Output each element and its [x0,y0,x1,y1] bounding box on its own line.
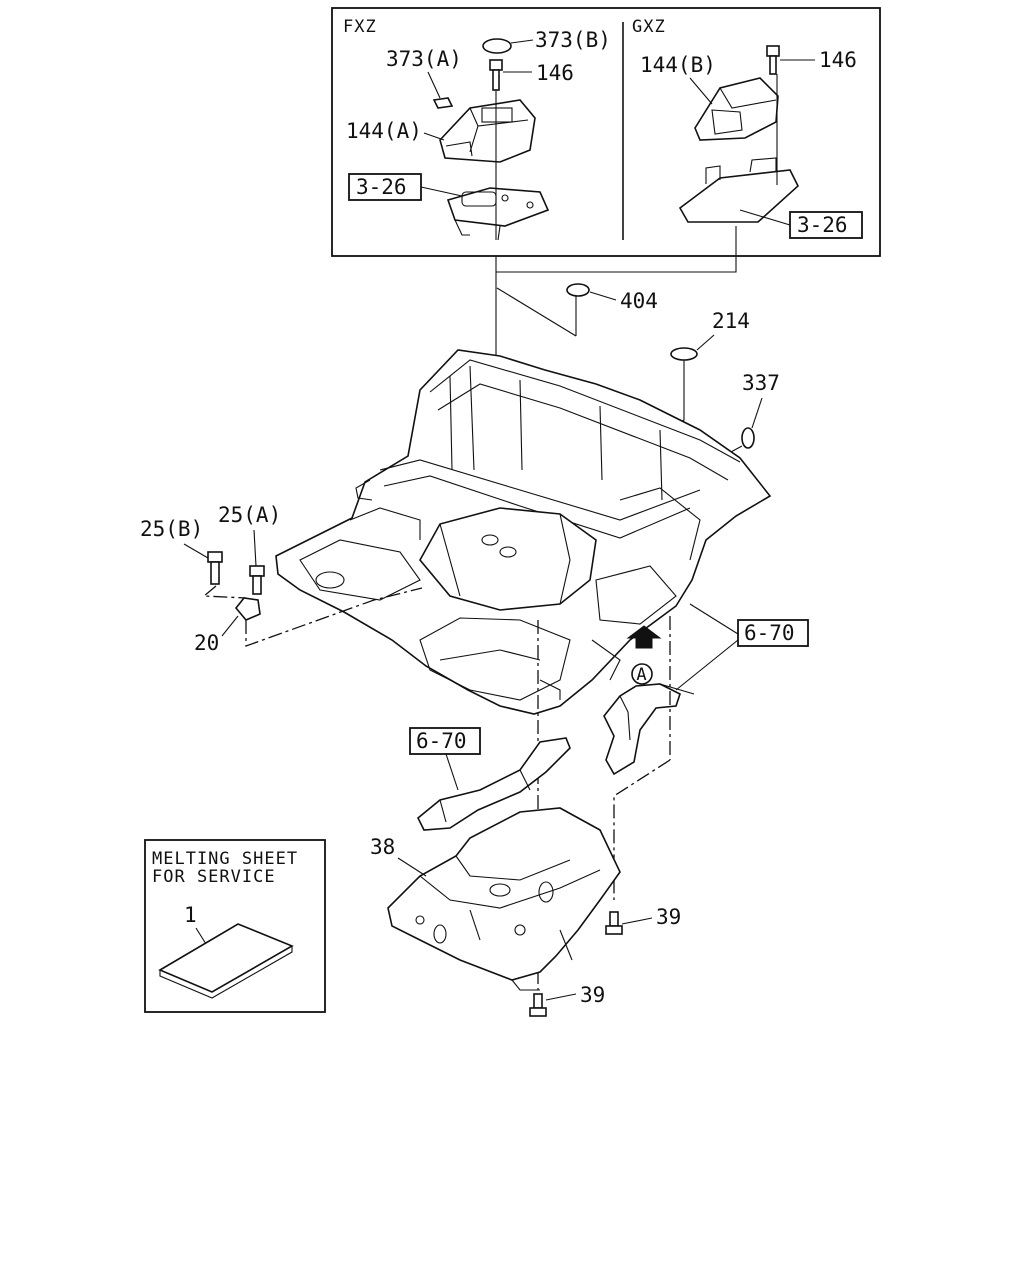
plug-404-drawing [566,283,590,297]
leader-20-floor [245,587,423,647]
inset-label-fxz: FXZ [343,17,377,37]
leader-6-70-right-a [689,603,739,635]
callout-20: 20 [194,631,219,655]
callout-144a: 144(A) [346,119,422,143]
side-rail-left-drawing [416,737,571,831]
callout-144b: 144(B) [640,53,716,77]
note-line-1: MELTING SHEET [152,849,298,869]
leader-144a [423,132,445,141]
under-cover-38-drawing [387,807,621,991]
ref-box-3-26-right [789,211,863,239]
leader-337 [751,397,763,429]
ref-3-26-right: 3-26 [797,213,848,237]
leader-373a [427,71,441,99]
leader-6-70-left [445,753,459,791]
callout-38: 38 [370,835,395,859]
inset-panel: FXZ GXZ 373(B) 373(A) 146 144(A) [331,7,881,257]
bolt-39-lower-drawing [529,993,547,1017]
bolt-25b-drawing [207,551,223,585]
leader-25b [183,543,209,559]
floor-panel-drawing [275,349,772,715]
leader-404 [589,291,617,301]
callout-1: 1 [184,903,197,927]
plug-337-drawing [741,427,755,449]
callout-25b: 25(B) [140,517,203,541]
side-rail-right-drawing [603,683,695,776]
bolt-146-right-drawing [766,45,780,75]
ref-box-3-26-left [348,173,422,201]
plug-214-drawing [670,347,698,361]
inset-label-gxz: GXZ [632,17,666,37]
melting-sheet-panel: MELTING SHEET FOR SERVICE 1 [144,839,326,1013]
ref-3-26-left: 3-26 [356,175,407,199]
leader-1 [195,927,207,945]
leader-25a [253,529,257,567]
leader-39-upper [621,917,653,925]
leader-25-join [202,585,247,599]
leader-39-upper-chain [613,759,671,900]
view-a-label: A [636,665,647,685]
view-a-circle [631,663,653,685]
bolt-25a-drawing [249,565,265,595]
melting-sheet-drawing [158,923,294,999]
callout-404: 404 [620,289,658,313]
inset-frame [331,7,881,257]
callout-39-upper: 39 [656,905,681,929]
callout-146-right: 146 [819,48,857,72]
cap-373b-drawing [482,38,512,54]
leader-39-lower [545,993,577,1001]
callout-214: 214 [712,309,750,333]
leader-6-70-right-b [675,639,739,691]
leader-3-26-right [739,209,791,226]
leader-3-26-left [420,186,463,197]
ref-6-70-left: 6-70 [416,729,467,753]
callout-373b: 373(B) [535,28,611,52]
shifter-bracket-right-drawing [678,157,799,223]
view-a-arrow: A [626,625,662,685]
callout-337: 337 [742,371,780,395]
console-144a-drawing [439,99,536,163]
ref-box-6-70-right [737,619,809,647]
leader-144b [689,77,713,105]
bolt-39-upper-drawing [605,911,623,935]
leader-20 [221,615,239,637]
bracket-20-drawing [234,597,261,621]
callout-25a: 25(A) [218,503,281,527]
leader-38 [397,857,427,877]
callout-373a: 373(A) [386,47,462,71]
leader-373b [510,39,534,44]
ref-6-70-right: 6-70 [744,621,795,645]
pad-373a-drawing [432,97,454,109]
note-line-2: FOR SERVICE [152,867,276,887]
callout-146-left: 146 [536,61,574,85]
ref-box-6-70-left [409,727,481,755]
callout-39-lower: 39 [580,983,605,1007]
leader-214 [696,334,715,351]
